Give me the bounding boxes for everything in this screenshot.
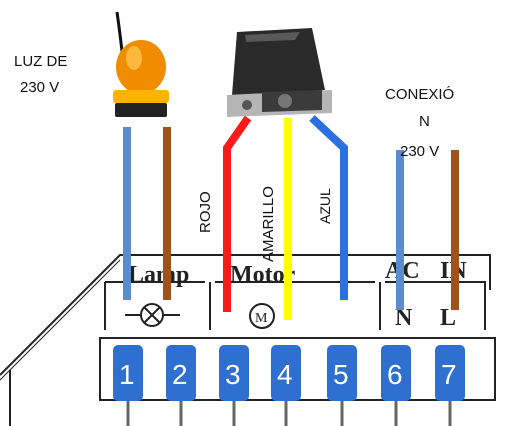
motor-wires (223, 115, 348, 320)
labels: LUZ DE 230 V CONEXIÓ N 230 V ROJO AMARIL… (14, 53, 454, 262)
terminal-number: 3 (225, 359, 241, 390)
terminal-number: 7 (441, 359, 457, 390)
sub-l-label: L (440, 305, 456, 331)
motor-wire-red (223, 115, 252, 312)
terminal-block[interactable]: 6 (381, 345, 411, 426)
wire-label-yellow: AMARILLO (260, 186, 277, 262)
terminal-number: 2 (172, 359, 188, 390)
wire-label-blue: AZUL (317, 188, 333, 224)
terminal-number: 6 (387, 359, 403, 390)
terminal-row: 1 2 3 4 5 6 7 (113, 345, 465, 426)
terminal-block[interactable]: 4 (271, 345, 301, 426)
sub-n-label: N (395, 305, 413, 331)
lamp-title-line1: LUZ DE (14, 53, 67, 70)
lamp-title-line2: 230 V (20, 79, 59, 96)
wire-label-red: ROJO (197, 191, 214, 233)
terminal-number: 4 (277, 359, 293, 390)
power-wires (396, 150, 459, 310)
svg-text:M: M (255, 311, 268, 326)
motor-wire-blue (309, 115, 348, 300)
power-title-line1: CONEXIÓ (385, 86, 454, 103)
terminal-number: 5 (333, 359, 349, 390)
terminal-block[interactable]: 1 (113, 345, 143, 426)
terminal-block[interactable]: 7 (435, 345, 465, 426)
power-title-line3: 230 V (400, 143, 439, 160)
power-title-line2: N (419, 113, 430, 130)
terminal-block[interactable]: 3 (219, 345, 249, 426)
terminal-number: 1 (119, 359, 135, 390)
terminal-block[interactable]: 2 (166, 345, 196, 426)
lamp-wires (123, 127, 171, 300)
board-texts: Lamp Motor AC IN N L (128, 258, 467, 331)
gate-motor-icon (227, 28, 332, 117)
lamp-symbol (125, 303, 180, 327)
terminal-board: M Lamp Motor AC IN N L (0, 254, 496, 426)
section-lamp-label: Lamp (128, 262, 189, 288)
warning-lamp-icon (113, 11, 169, 117)
motor-symbol: M (249, 303, 275, 329)
terminal-block[interactable]: 5 (327, 345, 357, 426)
